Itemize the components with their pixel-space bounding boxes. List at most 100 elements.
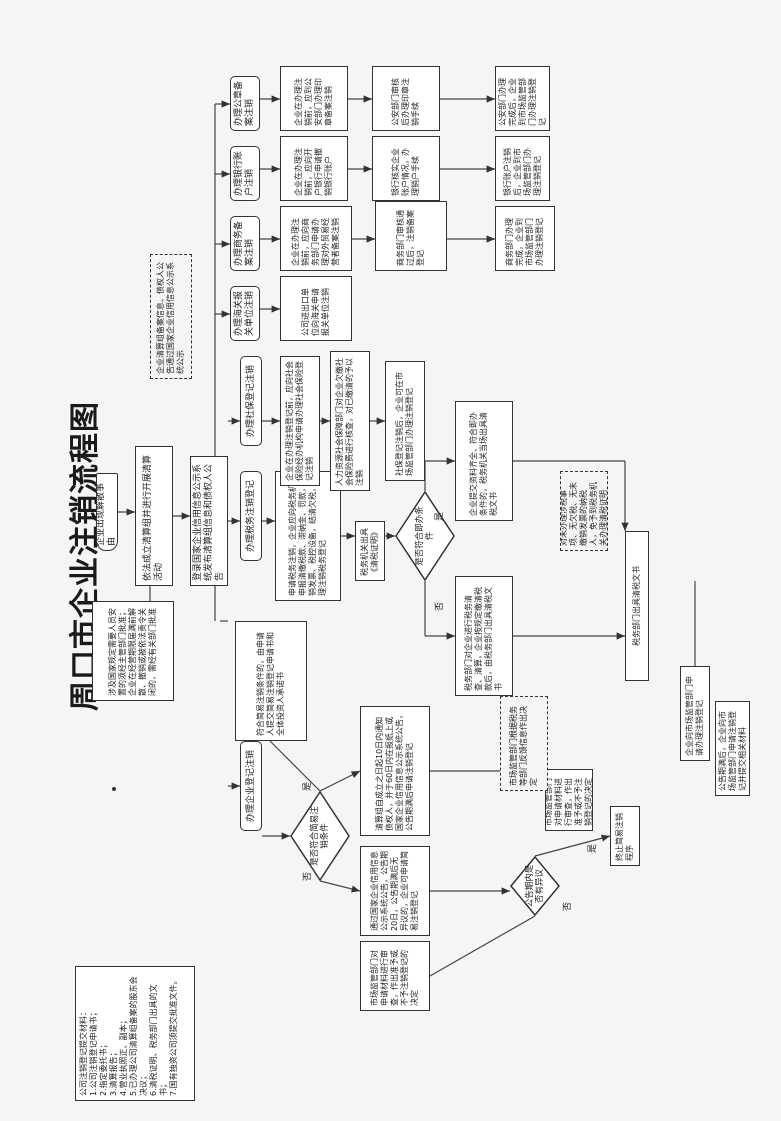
bank-done-text: 银行账户注销后，企业到市场监管部门办理注销登记 (502, 148, 542, 196)
bank-apply-box: 企业在办理注销前，应向开户银行申请撤销银行账户 (280, 136, 348, 201)
connector-line (269, 740, 321, 792)
liquidation-note-text: 涉及国家规定需要人员安置的须经主管部门批准；企业在经营期限届满前解散、撤销或被依… (108, 608, 157, 696)
review-text: 市场监管部门对申请材料进行审查，作出准予或不予注销登记的决定 (370, 950, 419, 1006)
final-review-box: 企业向市场监管部门申请办理注销登记 (680, 666, 710, 761)
social-check-box: 人力资源社会保障部门对企业欠缴社会保险费进行核查，对已缴清的予以注销 (330, 351, 370, 491)
stop-simple-text: 终止简易注销程序 (615, 813, 634, 861)
scan-speck (112, 787, 116, 791)
commerce-apply-text: 企业在办理注销前，应向商务部门申请办理对外贸易经营者备案注销 (291, 218, 340, 266)
commerce-done-text: 商务部门办理完成，企业到市场监管部门办理注销登记 (505, 218, 544, 266)
tax-branch-text: 办理税务注销登记 (245, 480, 256, 553)
tax-doc-box: 税务机关出具《清税证明》 (355, 521, 385, 581)
simple-path-text: 通过国家企业信用信息公示系统公告，公告期20日，公告期满后无异议的，企业可申请简… (370, 851, 419, 931)
commerce-apply-box: 企业在办理注销前，应向商务部门申请办理对外贸易经营者备案注销 (280, 206, 352, 271)
materials-item: 7.国有独资公司须提交批准文件。 (169, 976, 178, 1096)
tax-doc-text: 税务机关出具《清税证明》 (360, 528, 379, 576)
business-decision-text: 是否符合简易注销条件 (310, 806, 330, 866)
tax-decision: 是否符合即办条件 (395, 491, 455, 581)
stop-simple-box: 终止简易注销程序 (610, 806, 640, 866)
no-label: 否 (303, 871, 313, 881)
applicant-box: 符合简易注销条件的，由申请人提交简易注销登记申请书和全体投资人承诺书 (235, 621, 307, 741)
liquidation-group-text: 依法成立清算组并进行开展清算活动 (143, 454, 164, 581)
tax-no-text: 税务部门对企业进行税务清查、清算，企业按规定缴清税款后，由税务部门出具清税文书 (464, 587, 503, 691)
bank-check-text: 银行核实企业账户情况，办理销户手续 (391, 148, 420, 196)
materials-item: 3.清算报告； (109, 1048, 118, 1096)
liquidation-filing-note: 企业清算组备案信息、债权人公告通过国家企业信用信息公示系统公示 (150, 254, 192, 379)
seal-check-text: 公安部门审核后办理印章注销手续 (391, 78, 420, 126)
commerce-check-text: 商务部门审核通过后，注销备案登记 (396, 210, 425, 266)
materials-item: 6.清税证明、税务部门出具的文书； (149, 984, 168, 1096)
customs-apply-box: 公司进出口单位向海关申请报关单位注销 (280, 276, 352, 341)
commerce-branch-node: 办理商务备案注销 (230, 216, 260, 271)
liquidation-group-box: 依法成立清算组并进行开展清算活动 (135, 446, 173, 586)
social-branch-node: 办理社保登记注销 (240, 356, 262, 446)
business-branch-node: 办理企业登记注销 (240, 741, 262, 831)
final-notice-text: 公告期满后，企业向市场监管部门申请注销登记并提交相关材料 (717, 711, 747, 791)
materials-heading: 公司注销登记提交材料： (79, 1008, 88, 1096)
liquidation-note-box: 涉及国家规定需要人员安置的须经主管部门批准；企业在经营期限届满前解散、撤销或被依… (92, 601, 174, 701)
commerce-check-box: 商务部门审核通过后，注销备案登记 (375, 201, 447, 271)
market-note-box: 市场监管部门根据税务等部门反馈信息作出决定 (500, 696, 548, 791)
tax-issue-text: 税务部门出具清税文书 (632, 566, 641, 646)
tax-yes-text: 企业提交资料齐全、符合即办条件的，税务机关当场出具清税文书 (469, 412, 498, 516)
social-branch-text: 办理社保登记注销 (245, 365, 256, 438)
objection-decision: 公告期内是否有异议 (510, 856, 560, 916)
materials-item: 5.已办理公司清算组备案的股东会决议； (129, 976, 148, 1096)
yes-label: 是 (588, 843, 598, 853)
business-branch-text: 办理企业登记注销 (245, 750, 256, 823)
notice-publish-text: 登录国家企业信用信息公示系统发布清算组信息和债权人公告 (192, 463, 225, 581)
social-done-box: 社保登记注销后，企业可在市场监管部门办理注销登记 (385, 361, 425, 481)
normal-path-text: 清算组自成立之日起10日内通知债权人，并于60日内在报纸上或国家企业信用信息公示… (375, 711, 414, 831)
connector-line (534, 834, 611, 857)
bank-apply-text: 企业在办理注销前，应向开户银行申请撤销银行账户 (294, 148, 333, 196)
liquidation-filing-note-text: 企业清算组备案信息、债权人公告通过国家企业信用信息公示系统公示 (156, 262, 185, 374)
materials-item: 2.指定委托书； (99, 1040, 108, 1096)
seal-check-box: 公安部门审核后办理印章注销手续 (372, 66, 440, 131)
start-text: 企业出现解散事由 (96, 482, 117, 546)
bank-check-box: 银行核实企业账户情况，办理销户手续 (372, 136, 440, 201)
seal-done-box: 公安部门办理完成后，企业到市场监管部门办理注销登记 (495, 66, 550, 131)
seal-apply-box: 企业在办理注销前，应到公安部门办理印章备案注销 (280, 66, 348, 131)
simple-path-box: 通过国家企业信用信息公示系统公告，公告期20日，公告期满后无异议的，企业可申请简… (360, 846, 430, 936)
notice-publish-box: 登录国家企业信用信息公示系统发布清算组信息和债权人公告 (190, 456, 228, 586)
commerce-branch-text: 办理商务备案注销 (234, 220, 255, 266)
tax-issue-box: 税务部门出具清税文书 (625, 531, 649, 681)
tax-decision-text: 是否符合即办条件 (415, 506, 435, 566)
seal-done-text: 公安部门办理完成后，企业到市场监管部门办理注销登记 (497, 78, 547, 126)
connector-line (319, 770, 361, 792)
seal-branch-node: 办理公章备案注销 (230, 76, 260, 131)
tax-branch-node: 办理税务注销登记 (240, 471, 262, 561)
objection-decision-text: 公告期内是否有异议 (525, 864, 545, 908)
start-node: 企业出现解散事由 (96, 473, 118, 551)
bank-branch-text: 办理银行账户注销 (234, 150, 255, 196)
customs-branch-node: 办理海关报关单位注销 (230, 286, 260, 341)
tax-note-box: 对未办理涉税事项、无欠税、无未缴销发票的纳税人，免予到税务机关办理清税证明 (560, 471, 608, 551)
bank-done-box: 银行账户注销后，企业到市场监管部门办理注销登记 (495, 136, 550, 201)
market-note-text: 市场监管部门根据税务等部门反馈信息作出决定 (509, 706, 538, 786)
no-label: 否 (563, 901, 573, 911)
materials-box: 公司注销登记提交材料： 1.公司注销登记申请书； 2.指定委托书； 3.清算报告… (75, 966, 195, 1101)
customs-branch-text: 办理海关报关单位注销 (234, 290, 255, 336)
connector-line (319, 880, 361, 893)
connector-line (429, 915, 536, 977)
yes-label: 是 (303, 781, 313, 791)
social-apply-text: 企业在办理注销登记前，应向社会保险经办机构申请办理社会保险登记注销 (285, 361, 314, 481)
materials-item: 1.公司注销登记申请书； (89, 1008, 98, 1096)
market-review-text: 市场监管部门对申请材料进行审查，作出准予或不予注销登记的决定 (545, 778, 593, 826)
no-label: 否 (435, 601, 445, 611)
tax-note-text: 对未办理涉税事项、无欠税、无未缴销发票的纳税人，免予到税务机关办理清税证明 (560, 482, 608, 546)
social-done-text: 社保登记注销后，企业可在市场监管部门办理注销登记 (395, 372, 414, 476)
materials-item: 4.营业执照正、副本； (119, 1016, 128, 1096)
social-check-text: 人力资源社会保障部门对企业欠缴社会保险费进行核查，对已缴清的予以注销 (335, 358, 364, 486)
social-apply-box: 企业在办理注销登记前，应向社会保险经办机构申请办理社会保险登记注销 (280, 356, 320, 486)
yes-label: 是 (435, 511, 445, 521)
seal-branch-text: 办理公章备案注销 (234, 80, 255, 126)
bank-branch-node: 办理银行账户注销 (230, 146, 260, 201)
normal-path-box: 清算组自成立之日起10日内通知债权人，并于60日内在报纸上或国家企业信用信息公示… (360, 706, 430, 836)
market-review-box: 市场监管部门对申请材料进行审查，作出准予或不予注销登记的决定 (545, 769, 593, 831)
tax-apply-text: 申请税务注销，企业应向税务机关申报清缴税款、滞纳金、罚款，缴销发票、税控设备，结… (288, 476, 327, 596)
final-notice-box: 公告期满后，企业向市场监管部门申请注销登记并提交相关材料 (715, 701, 750, 796)
review-box: 市场监管部门对申请材料进行审查，作出准予或不予注销登记的决定 (360, 941, 430, 1011)
